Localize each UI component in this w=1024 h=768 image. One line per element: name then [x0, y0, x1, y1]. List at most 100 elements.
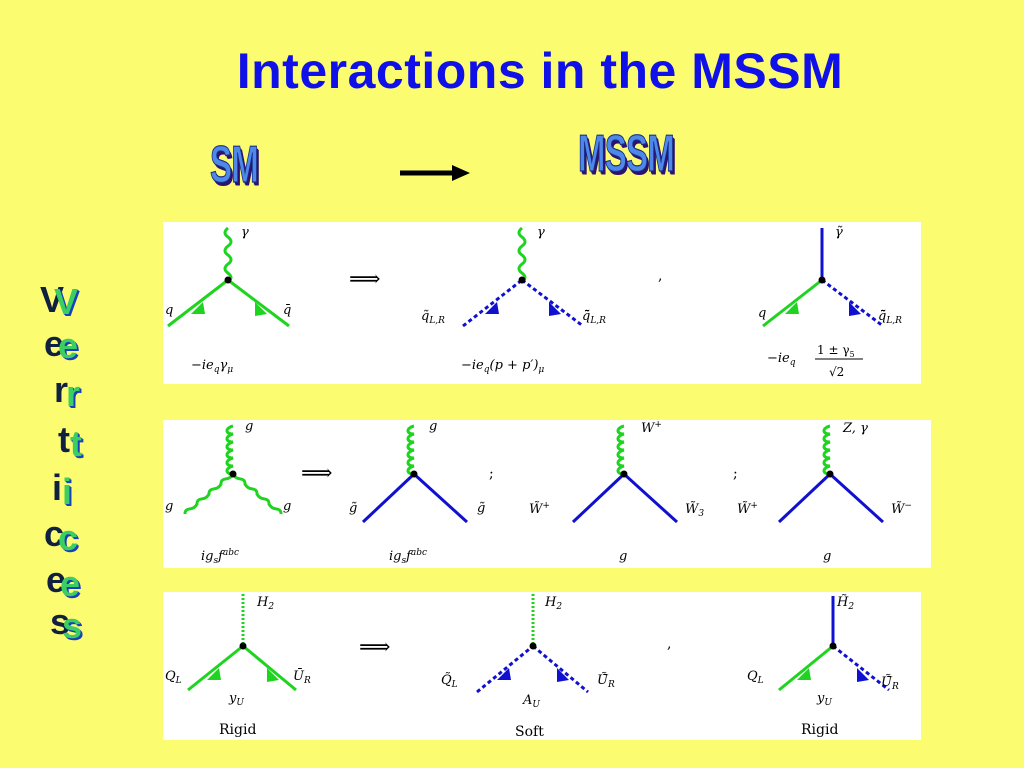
label-left: g [165, 499, 173, 514]
implies-arrow: ⟹ [349, 267, 381, 292]
wino-z-vertex: Z, γ W̃+ W̃− g [737, 421, 912, 564]
z-photon-line [822, 424, 831, 476]
wino-line [777, 472, 832, 524]
arrow-icon [849, 302, 861, 316]
antisquark-line [532, 644, 589, 694]
label-left: W̃+ [737, 501, 758, 517]
arrow-icon [267, 668, 279, 682]
wino-line [571, 472, 626, 524]
higgs-squark-vertex: H2 Q̃L Ũ̄R AU Soft [441, 594, 615, 740]
gluon-line [406, 424, 415, 476]
quark-photon-vertex: γ q q̄ −ieqγμ [165, 225, 291, 375]
arrow-icon [255, 302, 267, 316]
side-letter: V [40, 279, 65, 320]
label-right: ŪR [293, 668, 311, 686]
vertex-dot [410, 470, 418, 478]
squark-line [476, 644, 534, 694]
label-top: g [245, 420, 253, 434]
gluon-line [231, 473, 283, 515]
separator: , [667, 636, 671, 652]
label-left: q [165, 303, 173, 318]
arrow-icon [485, 302, 499, 314]
label-top: γ [241, 225, 249, 240]
vertex-dot [518, 276, 526, 284]
right-arrow-icon [400, 165, 470, 181]
vertex-dot [224, 276, 232, 284]
label-right: Ũ̄R [881, 674, 899, 692]
vertex-dot [229, 470, 237, 478]
side-letter: s [62, 605, 83, 646]
photon-line [517, 226, 527, 283]
antiquark-line [242, 644, 297, 692]
quark-line [778, 644, 834, 692]
label-right: g [283, 499, 291, 514]
gluino-line [412, 472, 469, 524]
side-letter: i [62, 471, 73, 512]
gluon-line [225, 424, 234, 476]
label-left: g̃ [349, 501, 357, 516]
quark-line [762, 278, 823, 328]
page-title: Interactions in the MSSM [236, 43, 844, 99]
fraction-numerator: 1 ± γ5 [817, 343, 855, 359]
vertex-dot [529, 642, 537, 650]
label-top: Z, γ [842, 421, 868, 436]
photino-vertex: γ̃ q q̃̄L,R −ieq 1 ± γ5 √2 [758, 225, 902, 379]
squark-photon-vertex: γ q̃L,R q̃̄L,R −ieq(p + p′)μ [421, 225, 606, 375]
arrow-icon [557, 668, 569, 682]
gluon-line [183, 473, 235, 515]
label-right: g̃ [477, 501, 485, 516]
vertex-dot [620, 470, 628, 478]
label-top: g [429, 420, 437, 434]
gluino-line [361, 472, 416, 524]
coupling-label: g [823, 549, 831, 564]
coupling-label: −ieq [767, 351, 796, 368]
yukawa-vertex-panel: H2 QL ŪR yU Rigid ⟹ H2 Q̃L Ũ̄R AU Soft , [163, 592, 921, 740]
side-letter: s [50, 601, 71, 642]
coupling-label: yU [228, 691, 244, 708]
label-left: QL [165, 669, 182, 686]
arrow-icon [207, 668, 221, 680]
arrow-icon [191, 302, 205, 314]
squark-line [462, 278, 523, 328]
coupling-label: g [619, 549, 627, 564]
side-letter: e [58, 325, 79, 366]
arrow-icon [785, 302, 799, 314]
sm-wordart: SM [210, 135, 260, 194]
wino-w-vertex: W+ W̃+ W̃3 g [529, 420, 704, 564]
label-top: H̃2 [836, 594, 854, 612]
arrow-icon [549, 302, 561, 316]
side-letter: e [46, 559, 67, 600]
side-letter: t [58, 419, 70, 460]
quark-line [167, 278, 229, 328]
label-left: q [758, 306, 766, 321]
side-letter: c [44, 513, 65, 554]
label-left: W̃+ [529, 501, 550, 517]
side-letter: e [60, 563, 81, 604]
side-letter: c [58, 517, 79, 558]
vertex-type-label: Soft [515, 724, 544, 740]
implies-arrow: ⟹ [301, 461, 333, 486]
separator: ; [733, 466, 738, 482]
arrow-icon [497, 668, 511, 680]
separator: ; [489, 466, 494, 482]
label-right: W̃− [891, 501, 912, 517]
higgsino-vertex: H̃2 QL Ũ̄R yU Rigid [747, 594, 899, 738]
vertex-dot [239, 642, 247, 650]
side-letter: r [66, 373, 81, 414]
separator: , [658, 268, 662, 284]
label-top: H2 [256, 595, 274, 612]
label-right: Ũ̄R [597, 672, 615, 690]
quark-line [187, 644, 244, 692]
mssm-wordart: MSSM [578, 124, 676, 183]
label-right: q̃̄L,R [582, 309, 606, 326]
side-letter: t [70, 423, 82, 464]
side-letter: r [54, 369, 69, 410]
arrow-icon [857, 668, 869, 682]
photon-line [223, 226, 233, 283]
label-right: q̄ [283, 303, 291, 318]
coupling-label: −ieqγμ [191, 358, 233, 375]
gauge-vertex-panel: g g g igsfabc ⟹ g g̃ g̃ igsfabc ; W+ W̃+… [163, 420, 931, 568]
coupling-label: AU [522, 693, 540, 710]
gluon-triple-vertex: g g g igsfabc [165, 420, 291, 566]
side-letter: V [54, 281, 79, 322]
